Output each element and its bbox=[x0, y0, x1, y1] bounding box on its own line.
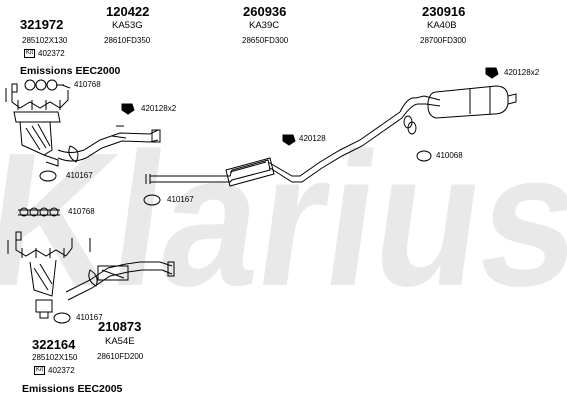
catalyst-manifold-bottom bbox=[15, 231, 73, 319]
part-sub-321972: 285102X130 bbox=[22, 36, 68, 45]
ref-410167-top: 410167 bbox=[66, 171, 93, 180]
part-number-322164: 322164 bbox=[32, 337, 76, 352]
part-code-120422: KA53G bbox=[112, 20, 143, 31]
part-code-230916: KA40B bbox=[427, 20, 457, 31]
part-sub-260936: 28650FD300 bbox=[242, 36, 289, 45]
ref-410167-mid: 410167 bbox=[167, 195, 194, 204]
part-sub-120422: 28610FD350 bbox=[104, 36, 151, 45]
kit-badge-bottom: Kit bbox=[34, 366, 46, 375]
part-sub-210873: 28610FD200 bbox=[97, 352, 144, 361]
ref-410768-bottom: 410768 bbox=[68, 207, 95, 216]
part-code-260936: KA39C bbox=[249, 20, 280, 31]
front-pipe-top bbox=[57, 125, 161, 163]
ref-420128x2-right: 420128x2 bbox=[504, 68, 540, 77]
part-number-210873: 210873 bbox=[98, 319, 142, 334]
part-number-120422: 120422 bbox=[106, 4, 150, 19]
rear-silencer bbox=[399, 85, 517, 135]
ref-410068: 410068 bbox=[436, 151, 463, 160]
ref-410167-bottom: 410167 bbox=[76, 313, 103, 322]
part-sub-322164: 285102X150 bbox=[32, 353, 78, 362]
part-number-260936: 260936 bbox=[243, 4, 287, 19]
part-sub-230916: 28700FD300 bbox=[420, 36, 467, 45]
kit-code-bottom: 402372 bbox=[48, 366, 75, 375]
gasket-icons bbox=[5, 67, 499, 324]
part-code-210873: KA54E bbox=[105, 336, 135, 347]
kit-code-top: 402372 bbox=[38, 49, 65, 58]
group-title-eec2005: Emissions EEC2005 bbox=[22, 383, 123, 395]
kit-badge-top: Kit bbox=[24, 49, 36, 58]
ref-420128: 420128 bbox=[299, 134, 326, 143]
ref-420128x2-left: 420128x2 bbox=[141, 104, 177, 113]
ref-410768-top: 410768 bbox=[74, 80, 101, 89]
part-number-321972: 321972 bbox=[20, 17, 64, 32]
catalyst-manifold-top bbox=[11, 83, 69, 167]
front-pipe-bottom bbox=[65, 261, 175, 301]
centre-pipe bbox=[145, 111, 403, 187]
group-title-eec2000: Emissions EEC2000 bbox=[20, 65, 121, 77]
part-number-230916: 230916 bbox=[422, 4, 466, 19]
